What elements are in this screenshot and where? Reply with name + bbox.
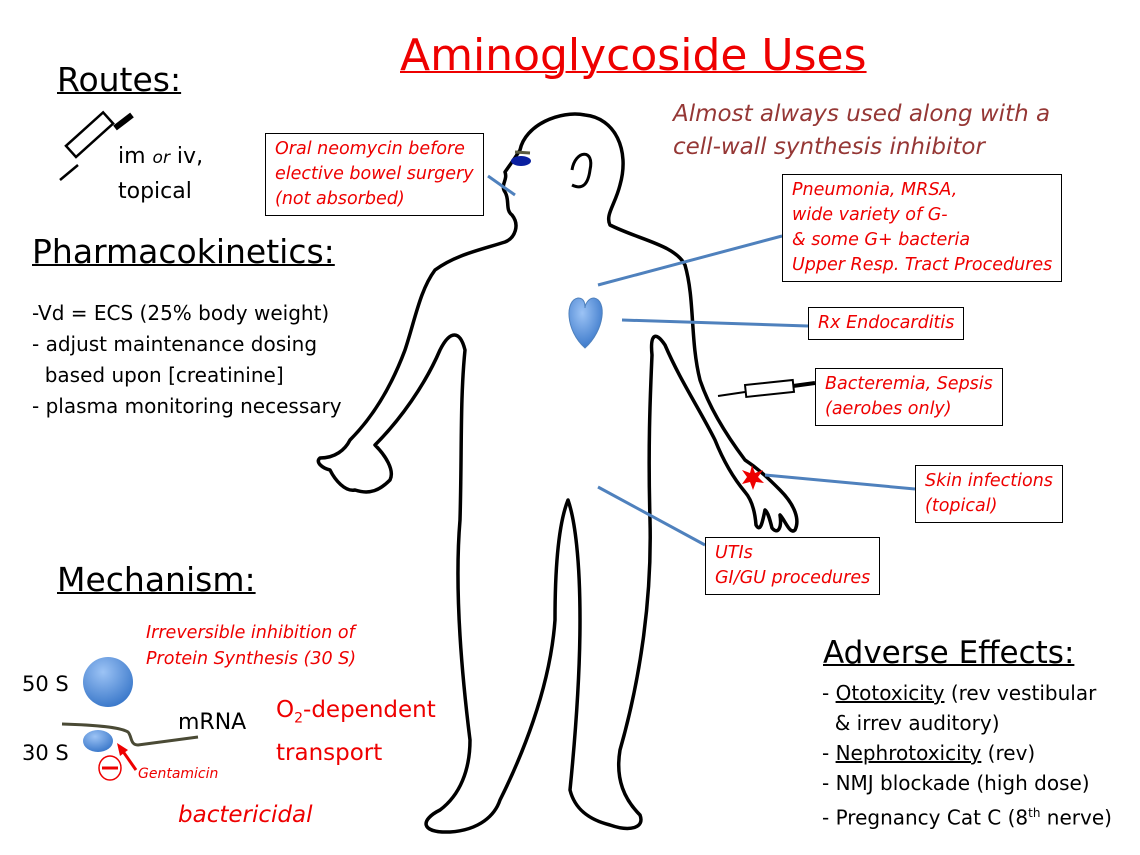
box-bacteremia: Bacteremia, Sepsis (aerobes only) [815,368,1003,426]
box-skin-infections: Skin infections (topical) [915,465,1063,523]
subtitle-line: Almost always used along with a [673,101,1051,127]
box-endocarditis: Rx Endocarditis [808,307,965,340]
nephrotoxicity: Nephrotoxicity [835,741,982,765]
route-topical: topical [118,179,192,204]
pregnancy-sup: th [1028,806,1041,820]
box-line: GI/GU procedures [715,568,871,588]
box-line: (topical) [925,496,998,516]
nephrotoxicity-detail: (rev) [981,741,1036,765]
ototoxicity-detail: (rev vestibular [944,681,1097,705]
adverse-effects-heading: Adverse Effects: [823,635,1075,671]
transport-note: O2-dependent transport [276,693,436,770]
pointer-line-lungs [597,234,783,287]
box-line: UTIs [715,543,753,563]
syringe-arm-icon [717,378,816,399]
ototoxicity-detail-2: & irrev auditory) [822,711,1000,735]
ear [570,152,593,189]
box-line: Skin infections [925,471,1053,491]
pointer-line-skin [764,473,916,491]
pk-item: - adjust maintenance dosing [32,332,318,356]
heart-icon [568,297,603,349]
mrna-strand [61,722,199,747]
routes-heading: Routes: [57,60,182,99]
mechanism-heading: Mechanism: [57,560,256,599]
adverse-effects-list: - Ototoxicity (rev vestibular & irrev au… [822,678,1112,833]
label-mrna: mRNA [178,710,247,735]
mechanism-note: Irreversible inhibition of Protein Synthe… [146,620,356,672]
box-line: (aerobes only) [825,399,952,419]
pregnancy-category: - Pregnancy Cat C (8 [822,805,1029,830]
dash: - [822,741,836,765]
pharmacokinetics-list: -Vd = ECS (25% body weight) - adjust main… [32,298,342,422]
label-30s: 30 S [22,741,69,765]
transport-rest: -dependent [303,697,436,723]
pk-item: - plasma monitoring necessary [32,394,342,418]
eye [511,156,531,166]
syringe-icon [59,110,134,181]
ototoxicity: Ototoxicity [835,681,945,705]
transport-o: O [276,697,295,723]
ribosome-50s [83,657,133,707]
route-or: or [152,148,170,168]
ribosome-30s [83,730,113,752]
transport-line2: transport [276,739,383,766]
pointer-line-gut [597,485,706,547]
box-line: wide variety of G- [792,205,948,225]
pk-item: based upon [creatinine] [32,363,284,387]
human-body-outline [316,112,799,834]
skin-lesion-icon [742,465,764,490]
box-line: (not absorbed) [275,189,405,209]
box-line: Pneumonia, MRSA, [792,180,958,200]
red-arrow [120,749,138,771]
box-line: Upper Resp. Tract Procedures [792,255,1053,275]
pk-item: -Vd = ECS (25% body weight) [32,301,330,325]
label-50s: 50 S [22,672,69,696]
box-line: Oral neomycin before [275,139,465,159]
routes-text: im or iv, topical [118,140,203,209]
route-iv: iv, [169,144,204,169]
transport-sub: 2 [294,710,304,727]
box-line: Rx Endocarditis [818,313,955,333]
ribosome-diagram [61,657,199,781]
box-line: & some G+ bacteria [792,230,971,250]
mechanism-note-line: Irreversible inhibition of [146,623,355,643]
box-line: elective bowel surgery [275,164,474,184]
dash: - [822,681,836,705]
subtitle-line: cell-wall synthesis inhibitor [673,134,985,160]
mechanism-note-line: Protein Synthesis (30 S) [146,649,357,669]
subtitle: Almost always used along with a cell-wall… [673,98,1050,164]
pregnancy-end: nerve) [1040,805,1112,830]
bactericidal-label: bactericidal [178,802,313,828]
box-line: Bacteremia, Sepsis [825,374,993,394]
page-title: Aminoglycoside Uses [400,30,867,81]
route-im: im [118,144,153,169]
pharmacokinetics-heading: Pharmacokinetics: [32,232,335,271]
label-gentamicin: Gentamicin [138,766,219,782]
eyebrow [514,150,531,155]
nmj-blockade: - NMJ blockade (high dose) [822,771,1090,795]
box-pneumonia: Pneumonia, MRSA, wide variety of G- & some… [782,174,1063,282]
pointer-line-mouth [487,174,516,197]
pointer-line-heart [621,318,809,328]
box-oral-neomycin: Oral neomycin before elective bowel surge… [265,133,484,216]
